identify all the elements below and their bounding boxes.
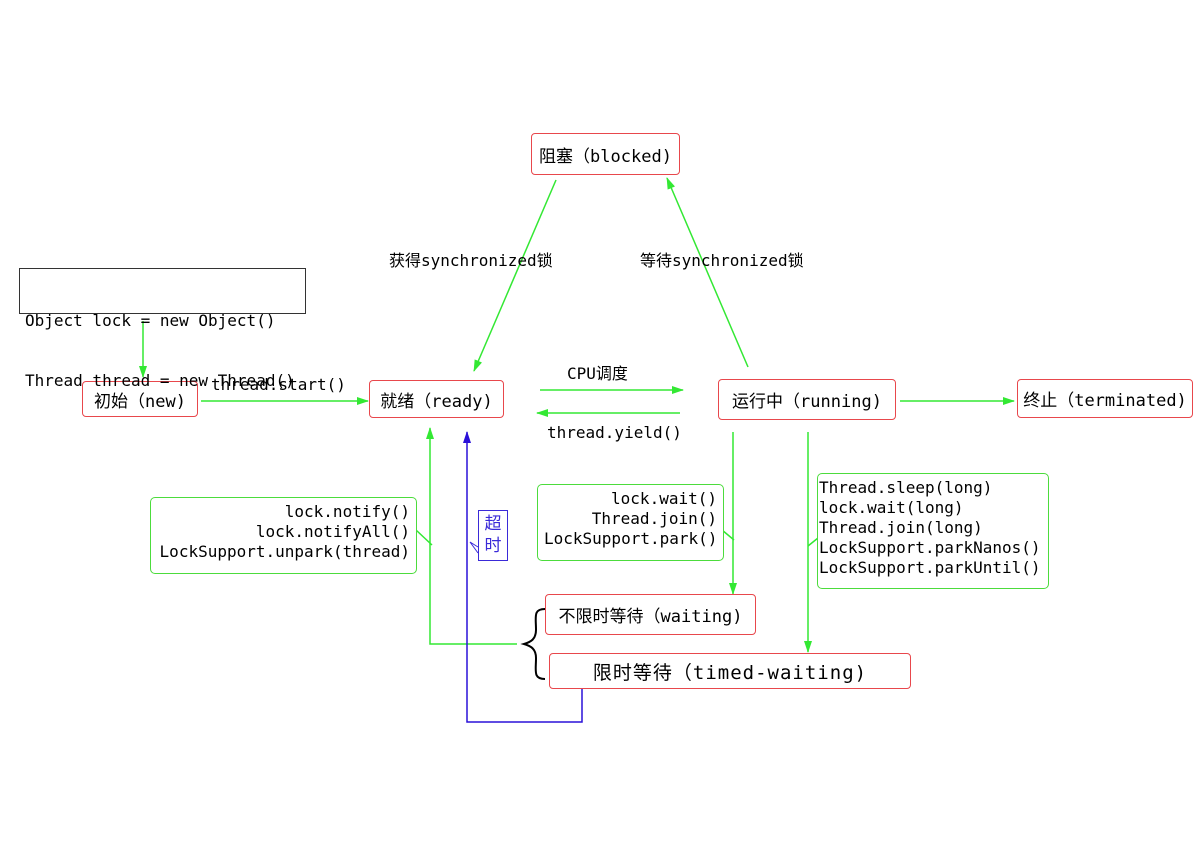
connector-wait: [721, 529, 735, 541]
label-acquire-lock: 获得synchronized锁: [389, 251, 553, 270]
method-item: Thread.sleep(long): [819, 478, 993, 497]
method-item: LockSupport.parkNanos(): [819, 538, 1041, 557]
connector-timed: [807, 537, 819, 547]
label-thread-start: thread.start(): [211, 375, 346, 394]
state-running: 运行中（running): [718, 379, 896, 420]
state-new: 初始（new): [82, 381, 198, 417]
timeout-text: 超时: [484, 514, 502, 556]
state-terminated: 终止（terminated): [1017, 379, 1193, 418]
state-waiting: 不限时等待（waiting): [545, 594, 756, 635]
timeout-label: 超时: [478, 510, 508, 561]
init-code-line: Thread thread = new Thread(): [25, 371, 295, 390]
method-item: Thread.join(): [591, 509, 717, 528]
method-item: lock.wait(long): [819, 498, 964, 517]
method-item: Thread.join(long): [819, 518, 983, 537]
init-code-line: Object lock = new Object(): [25, 311, 276, 330]
timed-wait-methods-box: Thread.sleep(long) lock.wait(long) Threa…: [817, 473, 1049, 589]
label-thread-yield: thread.yield(): [547, 423, 682, 442]
wait-methods-box: lock.wait() Thread.join() LockSupport.pa…: [537, 484, 724, 561]
arrow-blocked-to-ready: [473, 179, 557, 372]
method-item: lock.notify(): [284, 502, 410, 521]
method-item: lock.wait(): [611, 489, 717, 508]
arrow-waiting-to-ready: [426, 427, 517, 645]
method-item: LockSupport.parkUntil(): [819, 558, 1041, 577]
callout-pointer: [469, 541, 479, 554]
arrow-timeout-to-ready: [463, 431, 583, 723]
arrow-running-to-blocked: [666, 177, 749, 368]
connector-notify: [415, 529, 433, 546]
state-ready: 就绪（ready): [369, 380, 504, 418]
brace-icon: [520, 608, 546, 680]
method-item: lock.notifyAll(): [255, 522, 410, 541]
method-item: LockSupport.park(): [544, 529, 718, 548]
state-timed-waiting: 限时等待（timed-waiting): [549, 653, 911, 689]
init-code-box: Object lock = new Object() Thread thread…: [19, 268, 306, 390]
label-wait-lock: 等待synchronized锁: [640, 251, 804, 270]
label-cpu-schedule: CPU调度: [567, 364, 628, 383]
method-item: LockSupport.unpark(thread): [159, 542, 410, 561]
notify-methods-box: lock.notify() lock.notifyAll() LockSuppo…: [150, 497, 417, 574]
state-blocked: 阻塞（blocked): [531, 133, 680, 175]
